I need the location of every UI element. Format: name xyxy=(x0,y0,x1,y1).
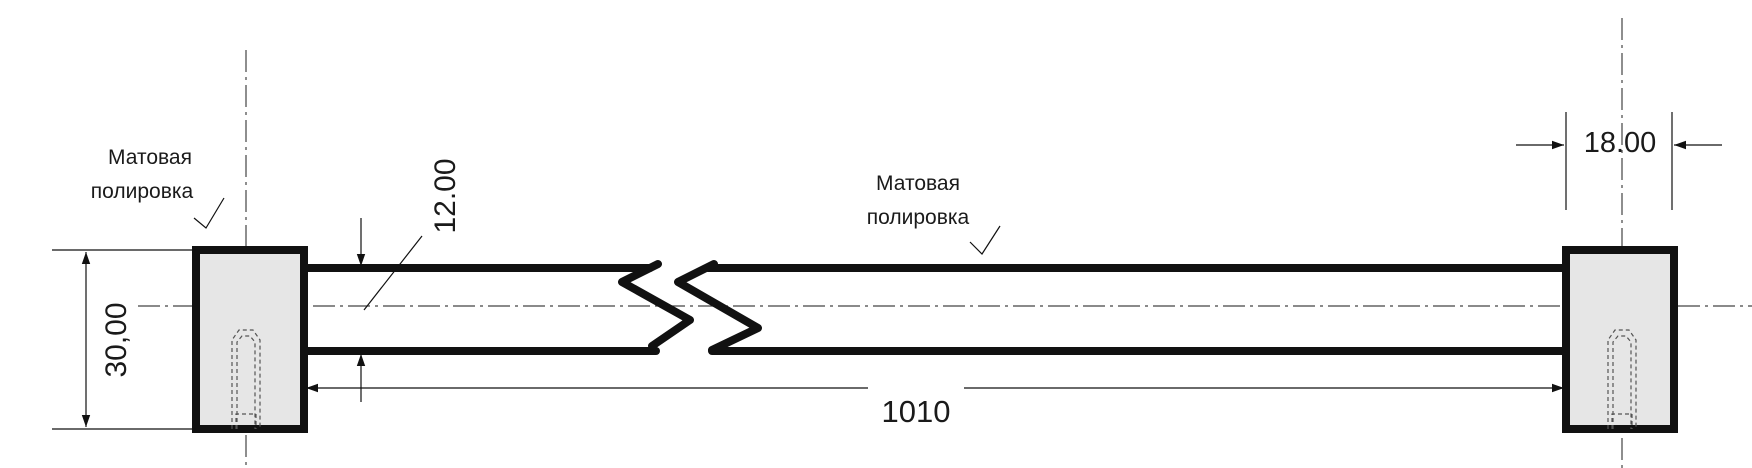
finish-center-mark xyxy=(969,225,1001,255)
dimension-length-label: 1010 xyxy=(882,394,951,429)
end-cap-left xyxy=(192,246,308,433)
dimension-end-height-label: 30,00 xyxy=(100,302,133,377)
finish-center-line1: Матовая xyxy=(876,172,960,195)
threaded-hole-right xyxy=(1607,329,1637,429)
bar xyxy=(300,260,1566,355)
dimension-end-width-label: 18.00 xyxy=(1584,127,1657,159)
break-mark-right xyxy=(674,260,762,354)
finish-left-line1: Матовая xyxy=(108,146,192,169)
finish-center-line2: полировка xyxy=(867,206,970,229)
center-lines xyxy=(138,18,1752,468)
break-mark-left xyxy=(618,260,694,350)
dimension-end-width xyxy=(1516,112,1722,210)
thickness-leader xyxy=(363,235,423,311)
dimension-bar-thickness-label: 12.00 xyxy=(429,158,462,233)
end-cap-right-body xyxy=(1562,246,1678,433)
end-cap-right xyxy=(1562,246,1678,433)
dimension-end-height xyxy=(52,249,196,430)
finish-annotation-center: Матовая полировка xyxy=(867,172,1001,255)
end-cap-left-body xyxy=(192,246,308,433)
dimension-bar-thickness xyxy=(356,218,423,402)
finish-annotation-left: Матовая полировка xyxy=(91,146,225,229)
finish-left-line2: полировка xyxy=(91,180,194,203)
finish-left-mark xyxy=(193,197,225,229)
threaded-hole-left xyxy=(231,329,261,429)
